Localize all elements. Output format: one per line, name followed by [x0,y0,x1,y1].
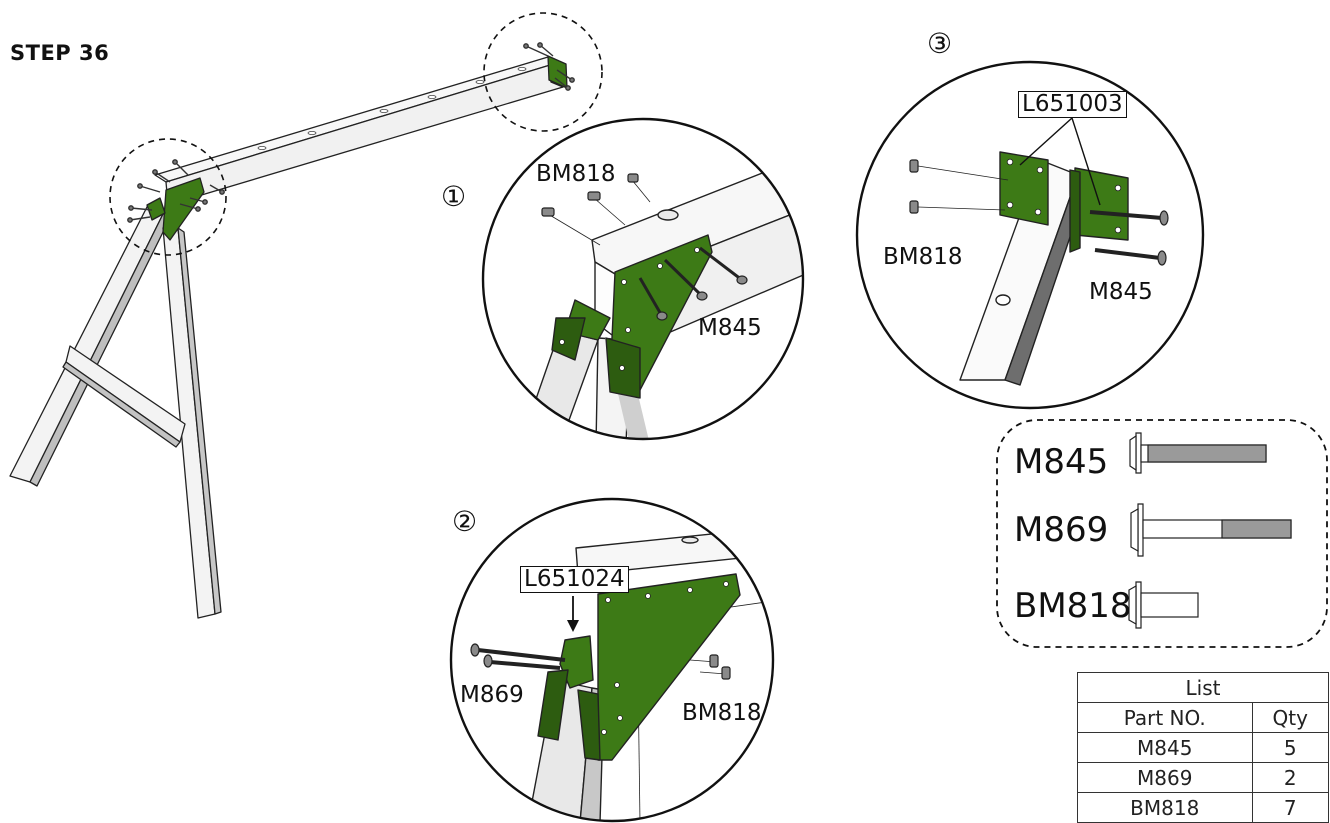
detail-2-number: ② [452,505,478,538]
bolt-short-icon [1128,581,1199,629]
detail-3-callout-l651003: L651003 [1018,91,1127,118]
detail-3-label-bm818: BM818 [883,244,963,270]
detail-1-label-m845: M845 [698,315,762,341]
detail-1-frame [481,117,805,441]
bolt-long-threaded-icon [1129,432,1267,474]
detail-3-frame [855,60,1205,410]
callout-right-joint [483,12,603,132]
top-beam [154,56,561,183]
bolt-partial-threaded-icon [1130,503,1292,557]
step-title: STEP 36 [10,41,110,65]
hardware-label-m845: M845 [1014,442,1109,482]
swing-frame [9,55,568,619]
callout-left-joint [109,138,227,256]
left-bracket [162,177,205,241]
left-front-leg [9,204,166,483]
detail-1-number: ① [441,180,467,213]
hardware-label-m869: M869 [1014,510,1109,550]
detail-2-frame [449,497,775,823]
cross-brace [65,345,186,443]
detail-3-number: ③ [927,27,953,60]
hardware-label-bm818: BM818 [1014,586,1132,626]
detail-1-view [483,119,803,439]
detail-2-label-m869: M869 [460,682,524,708]
detail-3-view [857,62,1203,408]
detail-2-label-bm818: BM818 [682,700,762,726]
detail-1-label-bm818: BM818 [536,161,616,187]
detail-3-label-m845: M845 [1089,279,1153,305]
detail-2-view [451,499,773,821]
detail-2-callout-l651024: L651024 [520,566,629,593]
